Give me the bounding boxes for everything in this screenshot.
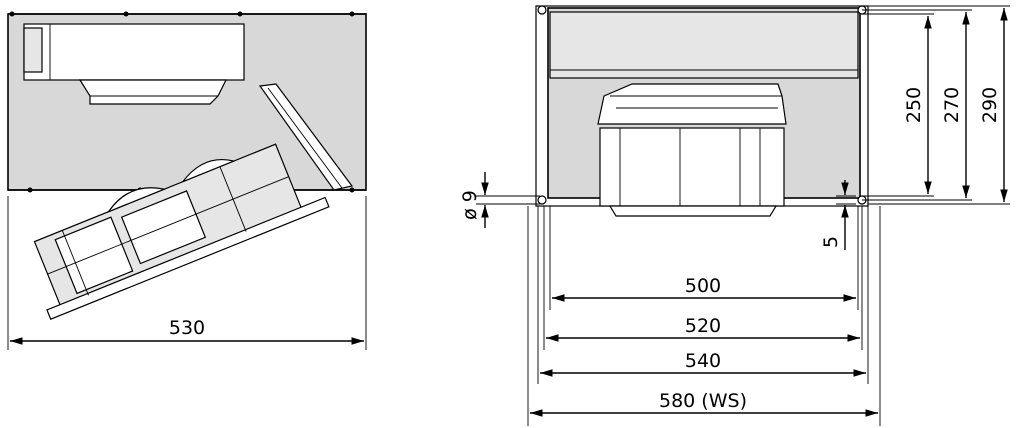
side-motor-plate	[23, 23, 245, 81]
side-view: 530	[7, 11, 367, 350]
front-impeller-body	[599, 127, 785, 207]
front-motor-box	[549, 11, 859, 79]
side-inlet-cone	[78, 79, 227, 105]
dim-label-270: 270	[941, 87, 963, 123]
dim-label-offset: 5	[820, 236, 842, 248]
front-impeller-base	[608, 205, 778, 217]
dim-label-530: 530	[169, 317, 205, 339]
dim-label-580-ws: 580 (WS)	[659, 390, 747, 412]
side-hinge-rail	[258, 83, 354, 191]
side-swung-fan-unit	[33, 143, 330, 320]
dim-label-540: 540	[685, 350, 721, 372]
dim-label-hole-diameter: ø 9	[459, 190, 481, 220]
dim-label-500: 500	[685, 275, 721, 297]
side-top-flange-bolts	[9, 11, 355, 17]
front-view: 500 520 540 580 (WS) 250 270 290 ø 9 5	[459, 5, 1010, 426]
dim-label-520: 520	[685, 315, 721, 337]
dim-label-290: 290	[979, 87, 1001, 123]
front-impeller-top	[597, 83, 787, 125]
dim-label-250: 250	[903, 87, 925, 123]
